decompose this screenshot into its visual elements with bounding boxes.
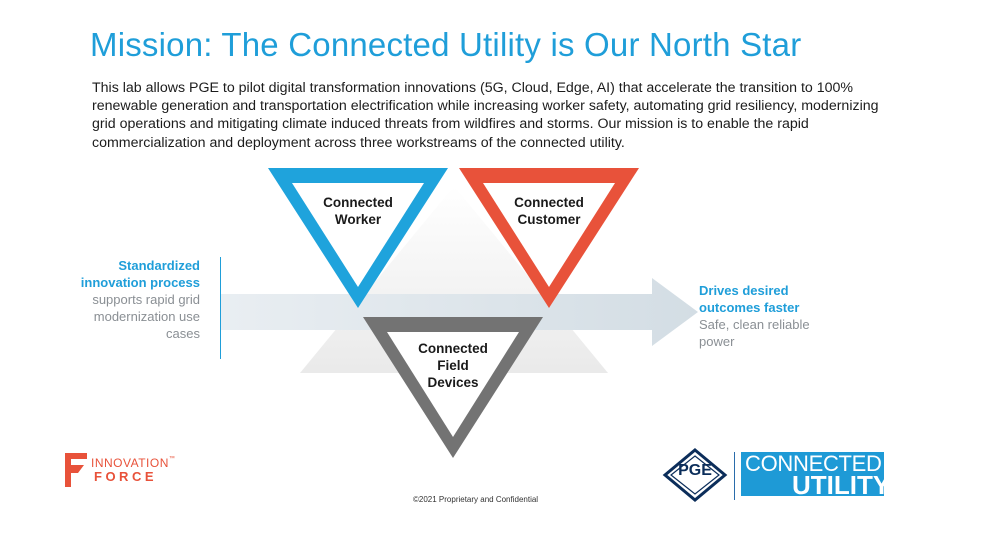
field-devices-label: Connected Field Devices [393, 340, 513, 391]
field-label-line1: Connected [418, 341, 488, 356]
left-caption-text-2: modernization use [93, 309, 200, 324]
right-caption-title-1: Drives desired [699, 283, 789, 298]
worker-label-line1: Connected [323, 195, 393, 210]
innovation-force-logo-icon [65, 453, 87, 487]
right-caption-title-2: outcomes faster [699, 300, 800, 315]
left-caption-text-1: supports rapid grid [92, 292, 200, 307]
left-divider [220, 257, 221, 359]
customer-label: Connected Customer [489, 194, 609, 228]
left-caption-title-1: Standardized [118, 258, 200, 273]
mission-paragraph: This lab allows PGE to pilot digital tra… [92, 80, 879, 151]
right-caption-text-1: Safe, clean reliable [699, 317, 810, 332]
process-arrow [220, 278, 698, 346]
worker-label-line2: Worker [334, 212, 382, 227]
connected-utility-logo [741, 452, 884, 496]
copyright-footer: ©2021 Proprietary and Confidential [413, 495, 539, 504]
customer-label-line2: Customer [517, 212, 581, 227]
page-title: Mission: The Connected Utility is Our No… [90, 26, 802, 63]
pge-logo-icon [662, 448, 728, 502]
field-label-line2: Field [437, 358, 469, 373]
pge-logo-text: PGE [678, 462, 712, 479]
left-caption-title-2: innovation process [80, 275, 200, 290]
right-caption: Drives desired outcomes faster Safe, cle… [699, 282, 869, 350]
innovation-force-line2: FORCE [94, 469, 157, 484]
left-caption: Standardized innovation process supports… [50, 257, 200, 342]
innovation-force-line1: INNOVATION™ [91, 456, 176, 470]
connected-utility-line2: UTILITY [792, 470, 891, 500]
logo-divider [734, 452, 735, 500]
customer-label-line1: Connected [514, 195, 584, 210]
connected-utility-line1: CONNECTED [745, 451, 882, 476]
field-label-line3: Devices [427, 375, 479, 390]
worker-label: Connected Worker [298, 194, 418, 228]
left-caption-text-3: cases [166, 326, 200, 341]
right-caption-text-2: power [699, 334, 735, 349]
